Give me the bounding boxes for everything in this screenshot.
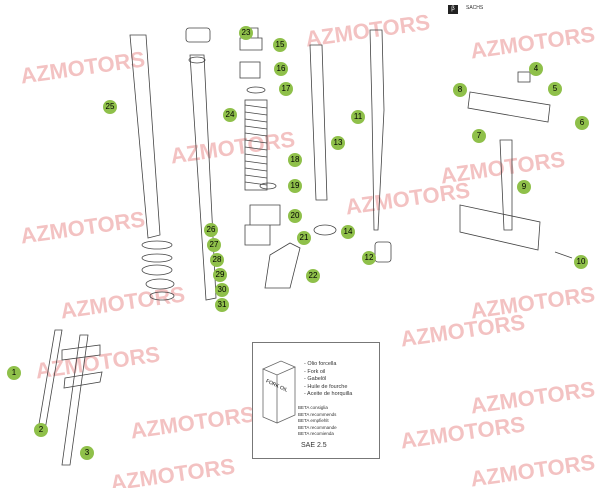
- oil-name: - Olio forcella: [304, 361, 337, 367]
- steering-stem: [499, 139, 513, 231]
- callout-27: 27: [207, 238, 221, 252]
- callout-1: 1: [7, 366, 21, 380]
- callout-14: 14: [341, 225, 355, 239]
- callout-16: 16: [274, 62, 288, 76]
- nut: [239, 61, 261, 79]
- oil-name: - Fork oil: [304, 368, 326, 375]
- callout-17: 17: [279, 82, 293, 96]
- callout-7: 7: [472, 129, 486, 143]
- beta-logo: β: [448, 5, 458, 14]
- callout-25: 25: [103, 100, 117, 114]
- beta-recommend: BETA consiglia: [298, 405, 328, 410]
- callout-4: 4: [529, 62, 543, 76]
- callout-29: 29: [213, 268, 227, 282]
- oil-grade: SAE 2.5: [301, 442, 327, 449]
- callout-5: 5: [548, 82, 562, 96]
- caliper-bracket: [264, 242, 301, 289]
- callout-28: 28: [210, 253, 224, 267]
- callout-9: 9: [517, 180, 531, 194]
- callout-22: 22: [306, 269, 320, 283]
- bushing: [188, 56, 206, 64]
- valve: [374, 241, 392, 263]
- fork-oil-info-box: FORK OIL - Olio forcella - Fork oil - Ga…: [252, 342, 380, 459]
- callout-6: 6: [575, 116, 589, 130]
- beta-recommend: BETA recommande: [298, 424, 337, 430]
- cap: [185, 27, 211, 43]
- beta-recommend: BETA recommends: [298, 411, 337, 417]
- washer: [246, 86, 266, 94]
- fork-inner-tube: [189, 54, 217, 301]
- beta-recommend: BETA recomienda: [298, 431, 334, 436]
- mini-fork-left: [37, 329, 63, 431]
- callout-18: 18: [288, 153, 302, 167]
- callout-21: 21: [297, 231, 311, 245]
- callout-2: 2: [34, 423, 48, 437]
- callout-8: 8: [453, 83, 467, 97]
- spring-clip: [259, 182, 277, 190]
- fork-outer-tube: [129, 34, 161, 239]
- oil-name: - Gabelöl: [304, 376, 327, 383]
- axle-clamp: [244, 204, 281, 246]
- damper-cartridge: [369, 29, 385, 231]
- callout-3: 3: [80, 446, 94, 460]
- mini-fork-right: [61, 334, 89, 466]
- damper-tube: [309, 44, 328, 201]
- callout-23: 23: [239, 26, 253, 40]
- seal-stack: [141, 240, 175, 301]
- bottom-triple-clamp: [459, 204, 541, 251]
- callout-13: 13: [331, 136, 345, 150]
- beta-recommend: BETA empfiehlt: [298, 418, 329, 423]
- spring: [244, 99, 268, 191]
- steering-cap: [517, 71, 531, 83]
- top-triple-clamp: [467, 91, 551, 123]
- callout-15: 15: [273, 38, 287, 52]
- oil-name: - Huile de fourche: [304, 383, 348, 390]
- callout-19: 19: [288, 179, 302, 193]
- sachs-logo: SACHS: [466, 5, 484, 11]
- callout-24: 24: [223, 108, 237, 122]
- seal: [313, 224, 337, 236]
- callout-11: 11: [351, 110, 365, 124]
- callout-20: 20: [288, 209, 302, 223]
- callout-26: 26: [204, 223, 218, 237]
- callout-30: 30: [215, 283, 229, 297]
- oil-name: - Aceite de horquilla: [304, 391, 353, 398]
- callout-31: 31: [215, 298, 229, 312]
- bolt: [554, 251, 573, 259]
- oil-can-icon: [262, 360, 296, 424]
- mini-clamp: [61, 344, 103, 389]
- callout-10: 10: [574, 255, 588, 269]
- callout-12: 12: [362, 251, 376, 265]
